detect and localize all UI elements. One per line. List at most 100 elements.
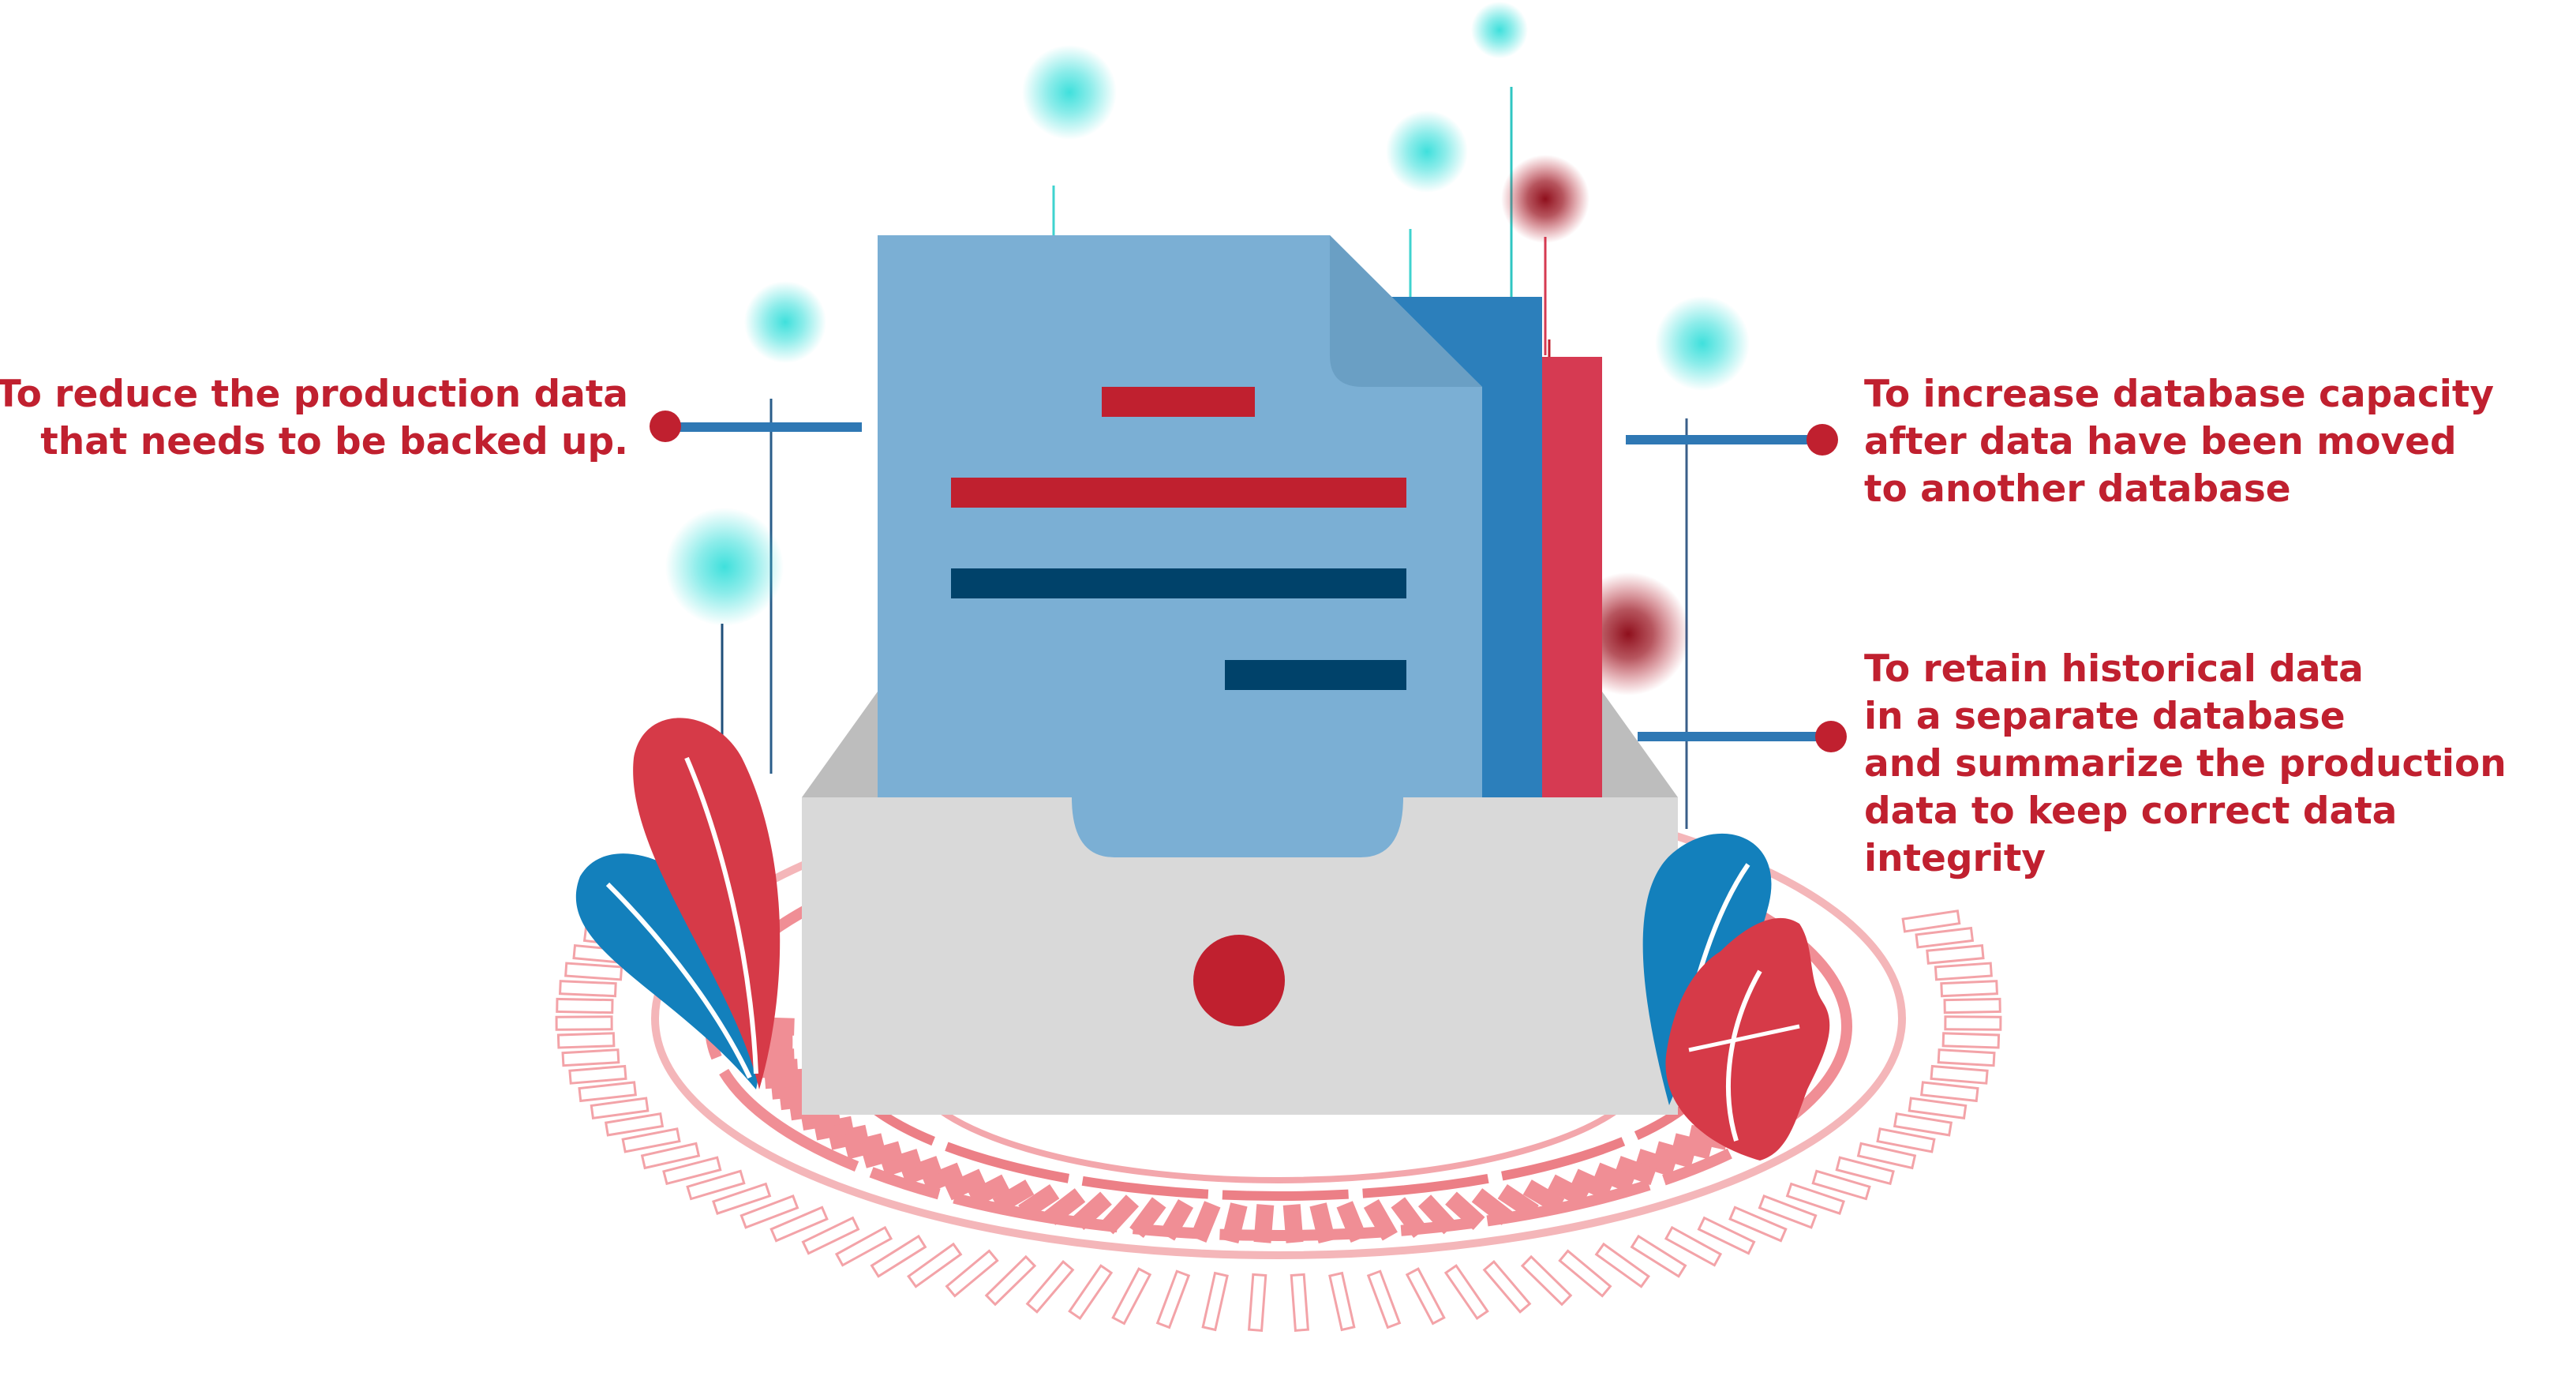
ring-tick [558,980,617,998]
ring-tick [561,1048,620,1067]
ring-tick [1522,1179,1565,1214]
ring-tick [945,1249,999,1298]
callout-left-text: To reduce the production data that needs… [0,373,628,463]
ring-tick [922,1162,964,1194]
ring-tick [1672,1133,1713,1160]
ring-tick [944,1168,987,1201]
leaves-right [1642,833,1830,1161]
ring-tick [984,1254,1037,1307]
ring-tick [1044,1188,1086,1225]
callout-right-top-text: To increase database capacity after data… [1864,373,2495,511]
ring-tick [992,1179,1035,1214]
ring-tick [1876,1127,1936,1153]
tray-handle-dot [1193,935,1285,1026]
doc-line-2 [951,478,1406,508]
ring-tick [968,1174,1010,1208]
ring-tick [880,1149,923,1177]
ring-tick [1253,1204,1275,1243]
ring-tick [1290,1273,1309,1332]
ring-tick [568,1064,627,1085]
ring-tick [1758,1194,1818,1229]
ring-tick [1497,1183,1539,1220]
ring-tick [662,1156,722,1186]
ring-tick [1201,1271,1229,1332]
glow-orb-icon [1655,296,1750,391]
ring-tick [1248,1273,1267,1332]
ring-tick [1920,1081,1979,1103]
ring-tick [1405,1267,1446,1326]
ring-tick [1100,1194,1140,1235]
ring-tick [1653,1141,1696,1168]
ring-tick [1391,1197,1428,1238]
ring-tick [1129,1197,1166,1238]
ring-tick [1728,1206,1788,1243]
glow-orb-icon [1386,111,1468,193]
ring-tick [870,1234,927,1278]
ring-tick [590,1097,650,1120]
ring-tick [1934,962,1993,981]
glow-orb-icon [1022,45,1117,140]
ring-tick [1901,909,1961,933]
connector-dot-icon [650,411,681,442]
ring-tick [1908,1097,1968,1120]
ring-tick [1068,1264,1114,1321]
ring-tick [1893,1112,1953,1137]
ring-tick [1571,1168,1613,1201]
ring-tick [578,1081,637,1103]
ring-tick [1520,1254,1573,1307]
ring-tick [1664,1225,1723,1267]
ring-tick [1697,1216,1756,1255]
ring-tick [564,962,623,981]
ring-tick [1558,1249,1612,1298]
ring-tick [1926,944,1985,965]
ring-tick [1785,1182,1845,1215]
ring-tick [1159,1198,1194,1241]
ring-tick [1930,1064,1989,1085]
ring-tick [640,1142,701,1170]
ring-tick [1443,1264,1489,1321]
ring-tick [1111,1267,1152,1326]
ring-tick [1018,1183,1060,1220]
ring-tick [1417,1194,1457,1235]
ring-tick [1915,926,1975,949]
ring-tick [1363,1198,1398,1241]
ring-tick [556,997,614,1014]
connectors [650,411,1847,752]
leaves-left [575,718,781,1089]
ring-tick [1634,1149,1677,1177]
ring-tick [1072,1191,1112,1231]
ring-tick [1940,980,1999,998]
glow-orb-icon [665,508,784,626]
ring-tick [900,1156,942,1186]
ring-tick [1615,1156,1657,1186]
ring-tick [1221,1202,1248,1244]
ring-tick [1366,1269,1402,1329]
doc-line-1 [1102,387,1255,417]
document-stack [878,235,1602,857]
ring-tick [844,1133,886,1160]
ring-tick [1025,1260,1075,1314]
ring-tick [1189,1201,1221,1243]
tray-back [802,692,1678,797]
ring-tick [1336,1201,1368,1243]
ring-tick [1811,1169,1871,1201]
ring-tick [1547,1174,1589,1208]
glow-orb-icon [744,281,826,363]
connector-dot-icon [1815,721,1847,752]
callout-right-bottom-text: To retain historical data in a separate … [1864,647,2507,880]
ring-tick [1593,1162,1635,1194]
leaf-icon [633,718,781,1089]
document-icon [878,235,1482,857]
ring-tick [555,1015,613,1031]
ring-tick [834,1225,893,1267]
ring-tick [1835,1156,1895,1186]
ring-tick [1471,1188,1513,1225]
ring-tick [1445,1191,1485,1231]
ring-tick [907,1242,963,1288]
doc-line-3 [951,568,1406,598]
glow-orb-icon [1501,155,1589,243]
ring-tick [1944,1015,2002,1031]
leaf-icon [1665,917,1830,1161]
ring-tick [1941,1032,2001,1049]
